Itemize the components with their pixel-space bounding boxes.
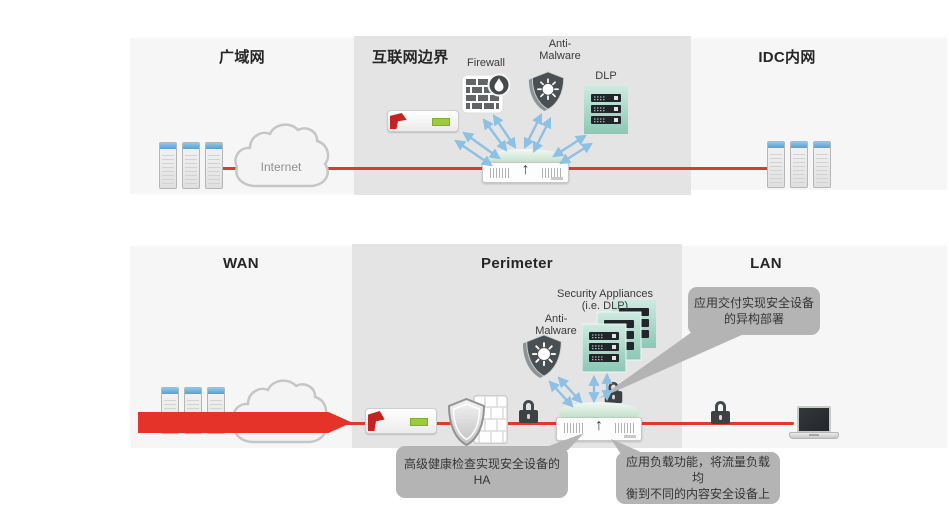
anti-malware-label: Anti- Malware	[539, 38, 581, 62]
dlp-label: DLP	[595, 70, 617, 82]
server-tower-icon	[159, 142, 177, 189]
up-arrow-icon: ↑	[521, 161, 530, 178]
padlock-icon	[519, 400, 538, 423]
padlock-icon	[711, 401, 730, 424]
server-tower-icon	[813, 141, 831, 188]
bottom-adc-appliance	[365, 408, 437, 434]
anti-malware-shield-icon	[521, 333, 567, 379]
heavy-traffic-arrow-band	[138, 412, 352, 433]
idc-server-rack	[767, 141, 831, 188]
security-appliances-label: Security Appliances (i.e. DLP)	[557, 288, 653, 312]
server-tower-icon	[205, 142, 223, 189]
bottom-header-lan: LAN	[750, 255, 782, 272]
padlock-icon	[604, 381, 623, 404]
laptop-icon	[789, 406, 839, 441]
bottom-header-wan: WAN	[223, 255, 259, 272]
top-header-wan: 广域网	[219, 49, 265, 66]
firewall-icon	[461, 70, 511, 114]
callout-app-delivery: 应用交付实现安全设备 的异构部署	[688, 287, 820, 335]
callout-health-check-ha: 高级健康检查实现安全设备的 HA	[396, 446, 568, 498]
top-header-idc: IDC内网	[758, 49, 816, 66]
server-tower-icon	[182, 142, 200, 189]
bottom-load-balancer: ↑	[556, 402, 642, 441]
dlp-appliance-icon	[584, 86, 628, 134]
ha-shield-icon	[447, 398, 486, 446]
up-arrow-icon: ↑	[595, 417, 603, 434]
vendor-logo	[624, 435, 636, 438]
internet-cloud-icon: Internet	[228, 118, 334, 196]
top-adc-appliance	[387, 110, 459, 132]
vendor-logo	[551, 177, 563, 180]
firewall-label: Firewall	[467, 57, 505, 69]
top-header-internet-edge: 互联网边界	[372, 49, 449, 66]
top-load-balancer: ↑	[482, 149, 569, 183]
callout-load-balancing: 应用负载功能，将流量负载均 衡到不同的内容安全设备上	[616, 452, 780, 504]
anti-malware-label: Anti- Malware	[535, 313, 577, 337]
anti-malware-shield-icon	[528, 69, 568, 113]
top-wan-server-rack	[159, 142, 223, 189]
bottom-header-perimeter: Perimeter	[481, 255, 553, 272]
dlp-card-front	[582, 323, 627, 373]
appliance-led	[432, 118, 450, 127]
internet-cloud-label: Internet	[260, 160, 302, 174]
server-tower-icon	[790, 141, 808, 188]
appliance-led	[410, 417, 428, 426]
server-tower-icon	[767, 141, 785, 188]
